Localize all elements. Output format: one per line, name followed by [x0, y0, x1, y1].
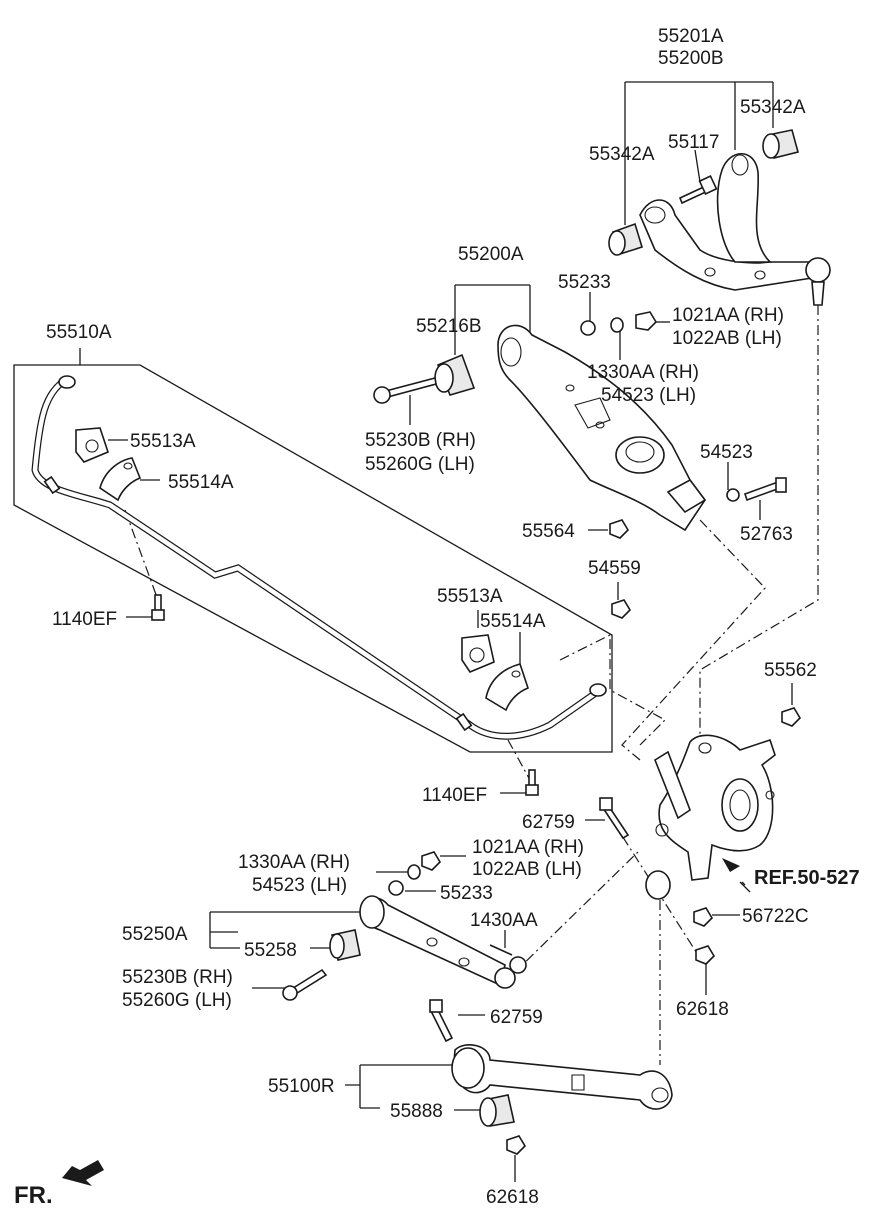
bushing-55888: [479, 1094, 515, 1127]
nut-1330aa-mid: [407, 864, 421, 880]
label-55100r: 55100R: [268, 1076, 335, 1097]
steering-knuckle: [654, 734, 776, 881]
ref-arrow: [722, 858, 751, 893]
label-55200b: 55200B: [658, 48, 724, 69]
nut-1021aa-mid: [421, 851, 442, 871]
bushing-55216b: [434, 353, 476, 396]
label-62618-1: 62618: [676, 999, 729, 1020]
washer-55233-mid: [388, 880, 404, 896]
label-55117: 55117: [668, 132, 719, 153]
nut-56722c: [693, 907, 714, 927]
label-55233-mid: 55233: [440, 883, 493, 904]
label-1022ab-top: 1022AB (LH): [672, 328, 782, 349]
label-54523-mid: 54523 (LH): [252, 875, 347, 896]
bolt-55230b-top: [373, 377, 437, 404]
nut-1021aa-top: [635, 311, 658, 331]
bolt-62759-bottom: [429, 999, 454, 1043]
label-1430aa: 1430AA: [470, 910, 538, 931]
label-55230b-bottom: 55230B (RH): [122, 967, 233, 988]
bushing-55258: [329, 929, 361, 961]
upper-control-arm: [639, 153, 831, 306]
nut-62618-right: [695, 945, 716, 965]
label-55562: 55562: [764, 660, 817, 681]
bushing-55342a-right: [762, 129, 799, 159]
knuckle-lower-bushing: [645, 870, 671, 900]
washer-54523-right: [726, 488, 740, 502]
pin-1430aa: [489, 944, 513, 956]
label-55201a: 55201A: [658, 26, 724, 47]
label-55216b: 55216B: [416, 316, 482, 337]
front-direction-arrow-icon: [62, 1160, 104, 1186]
label-fr: FR.: [14, 1182, 53, 1209]
nut-1330aa-top: [610, 317, 624, 333]
nut-55564: [609, 519, 630, 539]
bolt-55117: [678, 175, 718, 205]
washer-55233-top: [580, 320, 596, 336]
label-1140ef-2: 1140EF: [422, 785, 487, 806]
label-62759-2: 62759: [490, 1007, 543, 1028]
label-62759-1: 62759: [522, 812, 575, 833]
label-1021aa-mid: 1021AA (RH): [472, 837, 584, 858]
nut-54559: [611, 599, 632, 619]
label-56722c: 56722C: [742, 906, 809, 927]
bracket-55514a-left: [99, 457, 142, 502]
lower-control-arm: [497, 324, 707, 532]
label-1330aa-top: 1330AA (RH): [587, 362, 699, 383]
label-55250a: 55250A: [122, 924, 188, 945]
bushing-55342a-left: [608, 222, 643, 256]
label-55888: 55888: [390, 1101, 443, 1122]
assist-arm-55100r: [451, 1044, 673, 1110]
nut-62618-bottom: [506, 1135, 527, 1155]
label-1022ab-mid: 1022AB (LH): [472, 859, 582, 880]
label-1330aa-mid: 1330AA (RH): [238, 852, 350, 873]
label-55514a-1: 55514A: [168, 472, 234, 493]
label-55510a: 55510A: [46, 322, 112, 343]
label-55260g-bottom: 55260G (LH): [122, 990, 232, 1011]
bolt-1140ef-2: [525, 769, 539, 796]
label-55200a: 55200A: [458, 244, 524, 265]
label-55233-top: 55233: [558, 272, 611, 293]
nut-55562: [781, 707, 802, 727]
label-55260g-top: 55260G (LH): [365, 454, 475, 475]
bolt-1140ef-1: [151, 594, 165, 621]
label-55514a-2: 55514A: [480, 611, 546, 632]
label-55342a-left: 55342A: [589, 144, 655, 165]
link-55250a: [359, 895, 527, 989]
bracket-55514a-right: [485, 663, 529, 712]
leader-lines: [13, 81, 793, 1182]
label-55513a-1: 55513A: [130, 431, 196, 452]
label-52763: 52763: [740, 524, 793, 545]
label-54523-top: 54523 (LH): [601, 385, 696, 406]
bolt-55230b-bottom: [282, 968, 328, 1001]
label-54559: 54559: [588, 558, 641, 579]
label-55564: 55564: [522, 521, 575, 542]
label-1140ef-1: 1140EF: [52, 609, 117, 630]
label-ref-50-527: REF.50-527: [754, 867, 860, 889]
bushing-55513a-left: [75, 427, 109, 463]
label-54523-right: 54523: [700, 442, 753, 463]
bolt-62759-mid: [599, 797, 630, 840]
bolt-52763: [743, 477, 787, 502]
label-1021aa-top: 1021AA (RH): [672, 305, 784, 326]
label-55230b-top: 55230B (RH): [365, 430, 476, 451]
stabilizer-bar: [31, 375, 607, 740]
label-55513a-2: 55513A: [437, 586, 503, 607]
label-62618-2: 62618: [486, 1187, 539, 1208]
label-55342a-right: 55342A: [740, 97, 806, 118]
label-55258: 55258: [244, 940, 297, 961]
bushing-55513a-right: [461, 634, 495, 673]
part-labels: 55201A 55200B 55342A 55342A 55117 55200A…: [14, 26, 860, 1209]
